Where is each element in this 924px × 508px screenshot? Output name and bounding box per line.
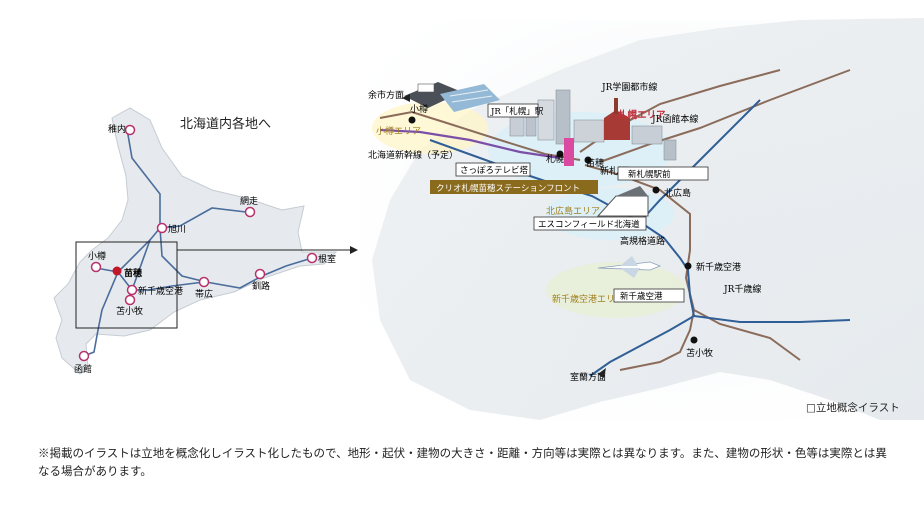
area-label-kitahiroshima: 北広島エリア — [546, 205, 600, 217]
city-label: 根室 — [318, 253, 336, 265]
line-label: 北海道新幹線（予定） — [368, 149, 458, 161]
city-label: 函館 — [74, 363, 92, 375]
city-label: 苫小牧 — [116, 305, 143, 317]
shinkansen-line — [379, 128, 561, 160]
detail-map: JR学園都市線 JR函館本線 JR千歳線 北海道新幹線（予定） 高規格道路 余市… — [360, 18, 924, 420]
station-box-airport: 新千歳空港 — [613, 288, 685, 303]
station-label: 小樽 — [410, 103, 428, 115]
svg-text:新札幌駅前: 新札幌駅前 — [628, 169, 671, 180]
city-label: 釧路 — [252, 280, 270, 292]
svg-text:JR「札幌」駅: JR「札幌」駅 — [490, 106, 544, 117]
detail-frame — [75, 241, 178, 329]
stadium-illustration — [596, 186, 649, 217]
sapporo-station-buildings — [509, 89, 677, 161]
svg-text:エスコンフィールド北海道: エスコンフィールド北海道 — [538, 219, 640, 230]
jr-hakodate-line-west — [379, 110, 581, 161]
city-label: 小樽 — [88, 250, 106, 262]
city-label: 網走 — [240, 195, 258, 207]
direction-label: 余市方面 — [368, 89, 404, 101]
station-label: 札幌 — [546, 153, 564, 165]
area-label-airport: 新千歳空港エリア — [552, 293, 624, 305]
station-label: 苗穂 — [586, 157, 604, 169]
line-label: 高規格道路 — [620, 235, 665, 247]
callout-tv-tower: さっぽろテレビ塔 — [455, 162, 531, 177]
line-label: JR函館本線 — [651, 113, 698, 125]
overview-title: 北海道内各地へ — [180, 116, 271, 132]
city-label-highlight: 苗穂 — [124, 267, 142, 279]
airplane-illustration — [597, 256, 662, 278]
area-label-sapporo: 札幌エリア — [617, 109, 666, 121]
svg-text:クリオ札幌苗穂ステーションフロント: クリオ札幌苗穂ステーションフロント — [436, 183, 580, 194]
expressway-south — [589, 315, 695, 377]
expressway — [429, 139, 851, 323]
jr-hakodate-line-east — [599, 69, 851, 163]
disclaimer-footnote: ※掲載のイラストは立地を概念化しイラスト化したもので、地形・起伏・建物の大きさ・… — [38, 446, 887, 478]
station-label: 新千歳空港 — [696, 261, 741, 273]
line-label: JR学園都市線 — [601, 81, 657, 93]
line-label: JR千歳線 — [723, 283, 761, 295]
overview-map: 北海道内各地へ 稚内 網走 旭川 小樽 苗穂 新千歳空港 帯広 釧路 根室 苫小… — [53, 107, 358, 375]
callout-escon-field: エスコンフィールド北海道 — [533, 216, 647, 231]
city-label: 旭川 — [168, 223, 186, 235]
station-label: 苫小牧 — [686, 347, 713, 359]
port-illustration — [404, 82, 500, 112]
direction-label: 室蘭方面 — [570, 371, 606, 383]
station-label: 北広島 — [664, 187, 691, 199]
city-label: 稚内 — [108, 123, 126, 135]
city-label: 帯広 — [195, 288, 213, 300]
illustration-credit: □立地概念イラスト — [806, 402, 900, 414]
property-building — [564, 138, 574, 166]
svg-text:さっぽろテレビ塔: さっぽろテレビ塔 — [460, 165, 529, 176]
city-label: 新千歳空港 — [138, 285, 183, 297]
hokkaido-silhouette — [53, 107, 338, 375]
tomakomai-branch — [619, 309, 695, 371]
svg-text:新千歳空港: 新千歳空港 — [620, 291, 663, 302]
callout-sapporo-station: JR「札幌」駅 — [487, 103, 544, 118]
area-label-otaru: 小樽エリア — [376, 125, 421, 137]
property-callout: クリオ札幌苗穂ステーションフロント — [430, 180, 598, 194]
callout-shin-sapporo: 新札幌駅前 — [617, 166, 709, 181]
